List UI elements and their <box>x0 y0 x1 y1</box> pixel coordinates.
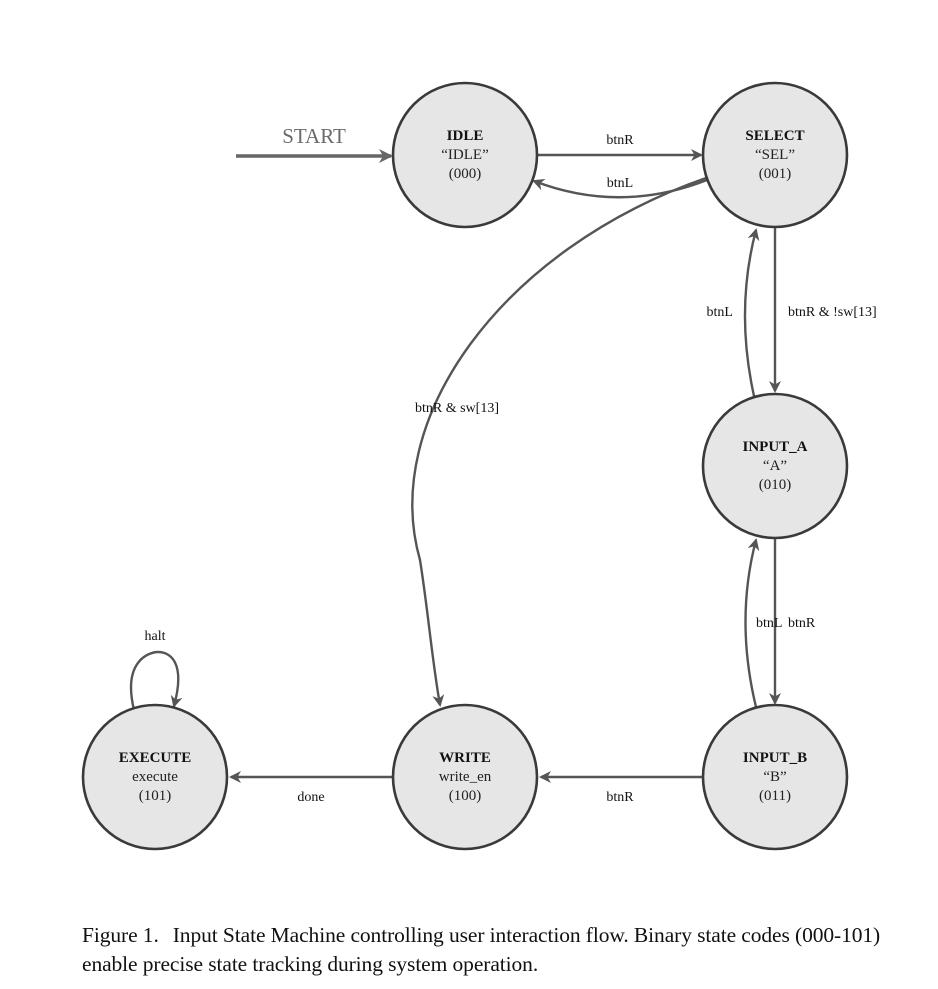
edge-label-input-b-write: btnR <box>606 790 634 805</box>
state-output: “B” <box>763 769 786 785</box>
edge-input-b-input-a <box>744 538 760 708</box>
figure-caption: Figure 1.Input State Machine controlling… <box>82 921 902 979</box>
state-select: SELECT “SEL” (001) <box>701 81 849 229</box>
state-input-b: INPUT_B “B” (011) <box>701 703 849 851</box>
state-name: WRITE <box>439 750 491 766</box>
state-circle <box>701 703 849 851</box>
figure-label: Figure 1. <box>82 923 159 947</box>
edge-label-select-write: btnR & sw[13] <box>415 401 499 416</box>
state-code: (010) <box>759 477 792 493</box>
state-circle <box>391 81 539 229</box>
transitions: btnR btnL btnR & !sw[13] btnL btnR & sw[… <box>129 133 877 805</box>
edge-select-idle <box>532 178 708 199</box>
state-code: (000) <box>449 166 482 182</box>
state-execute: EXECUTE execute (101) <box>81 703 229 851</box>
edge-label-input-b-input-a: btnL <box>756 616 782 631</box>
state-machine-diagram: START btnR btnL btnR & !sw[13] btnL btnR… <box>81 81 877 851</box>
start-transition: START <box>236 124 393 163</box>
edge-label-idle-select: btnR <box>606 133 634 148</box>
edge-label-select-idle: btnL <box>607 176 633 191</box>
state-circle <box>701 392 849 540</box>
state-name: INPUT_B <box>743 750 807 766</box>
edge-label-write-execute: done <box>297 790 324 805</box>
state-output: execute <box>132 769 178 785</box>
state-input-a: INPUT_A “A” (010) <box>701 392 849 540</box>
edge-input-a-select <box>743 228 760 397</box>
edge-label-execute-self: halt <box>145 629 166 644</box>
state-name: IDLE <box>447 128 484 144</box>
start-label: START <box>282 124 346 148</box>
edge-label-input-a-input-b: btnR <box>788 616 816 631</box>
state-code: (100) <box>449 788 482 804</box>
edge-label-select-input-a: btnR & !sw[13] <box>788 305 877 320</box>
state-circle <box>81 703 229 851</box>
caption-text: Input State Machine controlling user int… <box>82 923 881 976</box>
edge-select-write <box>411 176 707 707</box>
state-code: (011) <box>759 788 791 804</box>
state-code: (001) <box>759 166 792 182</box>
state-circle <box>391 703 539 851</box>
state-circle <box>701 81 849 229</box>
state-output: “IDLE” <box>441 147 488 163</box>
state-output: “SEL” <box>755 147 795 163</box>
state-output: “A” <box>763 458 787 474</box>
state-name: EXECUTE <box>119 750 192 766</box>
state-idle: IDLE “IDLE” (000) <box>391 81 539 229</box>
state-name: SELECT <box>745 128 804 144</box>
state-write: WRITE write_en (100) <box>391 703 539 851</box>
state-output: write_en <box>439 769 492 785</box>
state-code: (101) <box>139 788 172 804</box>
state-name: INPUT_A <box>742 439 807 455</box>
edge-execute-self-loop <box>129 650 183 711</box>
edge-label-input-a-select: btnL <box>707 305 733 320</box>
